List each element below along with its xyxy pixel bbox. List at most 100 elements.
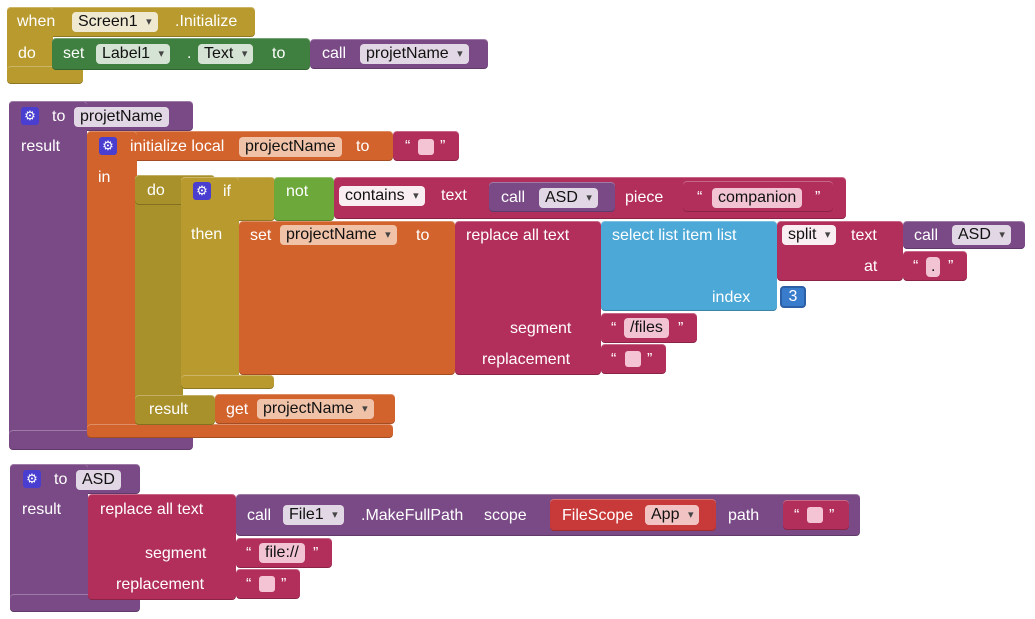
file1-dropdown[interactable]: File1 — [283, 505, 344, 525]
open-quote: “ — [794, 507, 800, 524]
replacement-keyword: replacement — [116, 576, 205, 593]
open-quote: “ — [611, 320, 617, 337]
projetname-call-dropdown[interactable]: projetName — [360, 44, 469, 64]
select-list-item-keyword: select list item list — [612, 227, 737, 244]
set-keyword: set — [63, 45, 85, 62]
split-operation-dropdown[interactable]: split — [782, 225, 837, 245]
makefullpath-method-label: .MakeFullPath — [361, 507, 464, 524]
screen1-dropdown[interactable]: Screen1 — [72, 12, 158, 32]
do-result-block[interactable] — [135, 175, 183, 425]
do-keyword: do — [18, 45, 36, 62]
close-quote: ” — [829, 507, 835, 524]
close-quote: ” — [815, 189, 821, 206]
initialize-local-bottom — [87, 424, 393, 438]
companion-text-field[interactable]: companion — [712, 188, 803, 208]
close-quote: ” — [678, 320, 684, 337]
segment-keyword: segment — [145, 545, 207, 562]
close-quote: ” — [281, 576, 287, 593]
if-keyword: if — [223, 183, 231, 200]
if-then-body — [181, 177, 239, 389]
gear-icon[interactable]: ⚙ — [21, 107, 39, 125]
initialize-local-body — [87, 131, 137, 438]
scope-keyword: scope — [484, 507, 527, 524]
contains-operation-dropdown[interactable]: contains — [339, 186, 425, 206]
text-keyword: text — [441, 187, 467, 204]
init-to-keyword: to — [356, 138, 370, 155]
asd-call-dropdown[interactable]: ASD — [539, 188, 598, 208]
empty-text-field[interactable] — [807, 507, 823, 523]
filescope-keyword: FileScope — [562, 507, 634, 524]
gear-icon[interactable]: ⚙ — [99, 137, 117, 155]
do-result-bottom — [135, 395, 215, 425]
set-variable-dropdown[interactable]: projectName — [280, 225, 397, 245]
replace-all-text-keyword: replace all text — [100, 501, 204, 518]
procedure-projetname-body — [9, 101, 87, 449]
replace-all-text-keyword: replace all text — [466, 227, 570, 244]
replace-all-text-block[interactable] — [88, 494, 236, 600]
empty-text-field[interactable] — [625, 351, 641, 367]
file-scheme-text-field[interactable]: file:// — [259, 543, 305, 563]
procedure-name-field[interactable]: projetName — [74, 107, 169, 127]
set-to-keyword: to — [416, 227, 430, 244]
dot-separator: . — [187, 45, 192, 62]
result-keyword: result — [149, 401, 189, 418]
dot-text-field[interactable]: . — [926, 257, 941, 277]
initialize-event-label: .Initialize — [175, 13, 238, 30]
initialize-local-keyword: initialize local — [130, 138, 225, 155]
open-quote: “ — [246, 576, 252, 593]
when-keyword: when — [17, 13, 56, 30]
get-keyword: get — [226, 401, 249, 418]
get-variable-dropdown[interactable]: projectName — [257, 399, 374, 419]
label1-dropdown[interactable]: Label1 — [96, 44, 171, 64]
gear-icon[interactable]: ⚙ — [193, 182, 211, 200]
index-number-field[interactable]: 3 — [780, 286, 806, 308]
files-text-field[interactable]: /files — [624, 318, 669, 338]
to-keyword: to — [54, 471, 68, 488]
do-keyword: do — [147, 182, 165, 199]
close-quote: ” — [948, 258, 954, 275]
empty-text-field[interactable] — [259, 576, 275, 592]
set-keyword: set — [250, 227, 272, 244]
call-keyword: call — [501, 189, 526, 206]
not-block[interactable] — [274, 177, 334, 221]
when-block-bottom — [7, 66, 83, 84]
open-quote: “ — [405, 138, 411, 155]
close-quote: ” — [440, 138, 446, 155]
result-keyword: result — [21, 138, 61, 155]
scope-value-dropdown[interactable]: App — [645, 505, 700, 525]
call-keyword: call — [247, 507, 272, 524]
text-property-dropdown[interactable]: Text — [198, 44, 254, 64]
open-quote: “ — [913, 258, 919, 275]
set-projectname-block[interactable] — [239, 221, 455, 375]
gear-icon[interactable]: ⚙ — [23, 470, 41, 488]
procedure-asd-body — [10, 464, 88, 612]
result-keyword: result — [22, 501, 62, 518]
path-keyword: path — [728, 507, 760, 524]
in-keyword: in — [98, 169, 111, 186]
index-keyword: index — [712, 289, 751, 306]
to-keyword: to — [272, 45, 286, 62]
to-keyword: to — [52, 108, 66, 125]
split-text-keyword: text — [851, 227, 877, 244]
replace-all-text-block[interactable] — [455, 221, 601, 375]
then-keyword: then — [191, 226, 223, 243]
open-quote: “ — [611, 351, 617, 368]
piece-keyword: piece — [625, 189, 664, 206]
procedure-name-field[interactable]: ASD — [76, 470, 121, 490]
open-quote: “ — [697, 189, 703, 206]
close-quote: ” — [313, 545, 319, 562]
call-keyword: call — [322, 45, 347, 62]
segment-keyword: segment — [510, 320, 572, 337]
local-variable-name-field[interactable]: projectName — [239, 137, 342, 157]
asd-call-dropdown[interactable]: ASD — [952, 225, 1011, 245]
not-keyword: not — [286, 183, 309, 200]
select-list-item-block[interactable] — [601, 221, 777, 311]
call-keyword: call — [914, 227, 939, 244]
set-label1-text-block[interactable] — [52, 38, 310, 70]
replacement-keyword: replacement — [482, 351, 571, 368]
open-quote: “ — [246, 545, 252, 562]
at-keyword: at — [864, 258, 878, 275]
empty-text-field[interactable] — [418, 139, 434, 155]
close-quote: ” — [647, 351, 653, 368]
if-then-bottom — [181, 375, 274, 389]
